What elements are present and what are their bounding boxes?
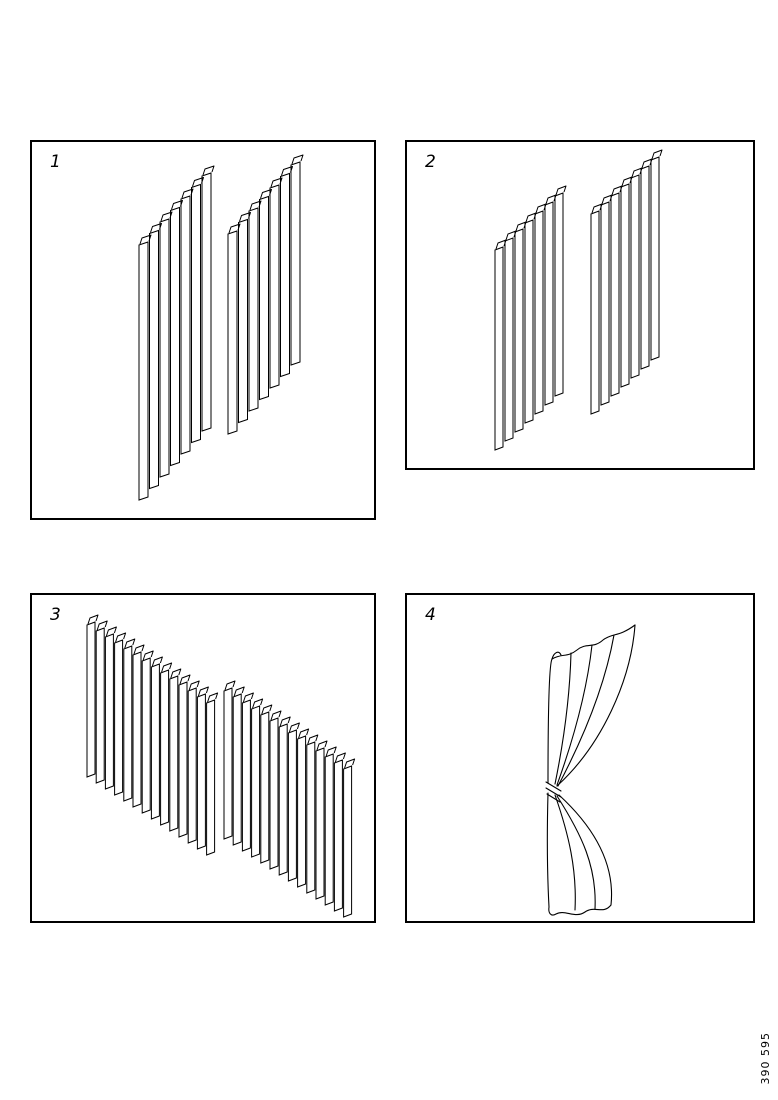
figure-panel-3: 3 <box>30 593 376 923</box>
figure-number-2: 2 <box>425 152 436 172</box>
figure-number-1: 1 <box>50 152 61 172</box>
vertical-blinds-figure-1 <box>138 154 304 501</box>
figure-number-3: 3 <box>50 605 61 625</box>
vertical-blinds-figure-3 <box>86 614 356 918</box>
curtain-figure-4 <box>545 624 636 916</box>
vertical-blinds-figure-2 <box>494 149 663 451</box>
figure-number-4: 4 <box>425 605 436 625</box>
figure-panel-1: 1 <box>30 140 376 520</box>
document-number: 390 595 <box>759 1031 772 1085</box>
figure-panel-2: 2 <box>405 140 755 470</box>
figure-panel-4: 4 <box>405 593 755 923</box>
